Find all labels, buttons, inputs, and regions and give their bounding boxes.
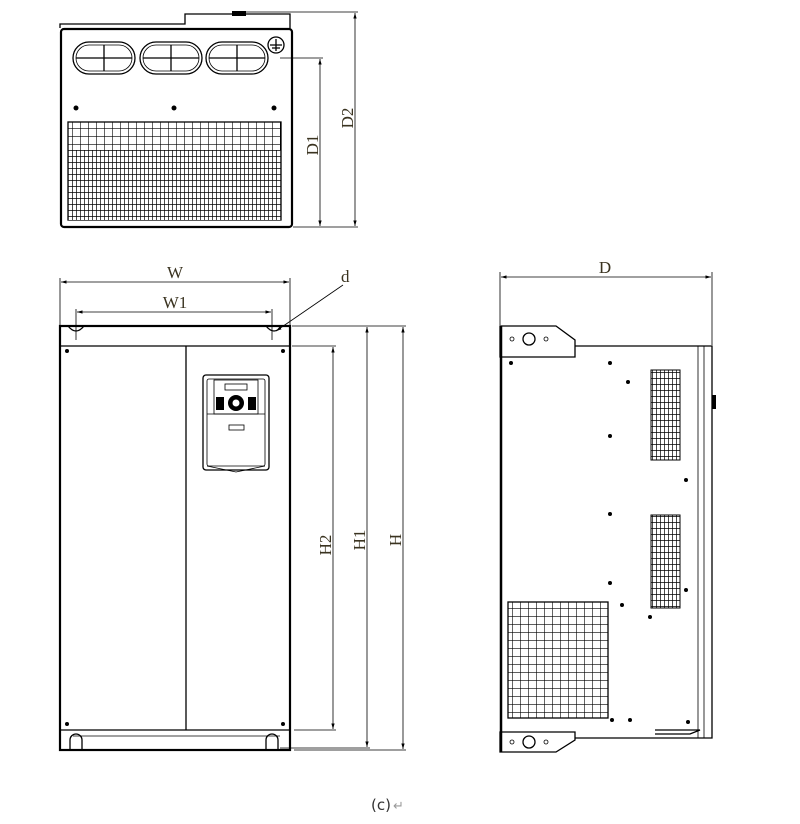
fan-opening	[72, 41, 136, 75]
connector	[232, 11, 246, 16]
top-view-body	[59, 27, 294, 229]
return-mark: ↵	[393, 799, 404, 814]
fan-opening	[139, 41, 203, 75]
label-d-small: d	[341, 267, 350, 286]
label-h2: H2	[316, 535, 335, 556]
label-h1: H1	[350, 530, 369, 551]
keypad	[202, 374, 270, 473]
door-lines	[60, 345, 290, 731]
fan-opening	[205, 41, 269, 75]
side-vent-upper	[650, 369, 681, 461]
side-view: D	[499, 258, 716, 753]
figure-caption: (c)	[371, 796, 391, 814]
label-d2: D2	[338, 108, 357, 129]
top-bracket	[499, 325, 576, 358]
side-vent-lower	[650, 514, 681, 609]
side-vent-grille	[507, 601, 609, 719]
label-w: W	[167, 263, 184, 282]
screws	[73, 105, 277, 111]
mounting-notches	[69, 733, 279, 750]
side-body	[575, 345, 713, 739]
label-h: H	[386, 534, 405, 546]
label-w1: W1	[163, 293, 188, 312]
top-view: D1 D2	[59, 11, 358, 229]
front-view-body	[58, 324, 292, 752]
fan-openings	[72, 41, 269, 75]
label-d1: D1	[303, 135, 322, 156]
label-d: D	[599, 258, 611, 277]
front-view: W W1 d H2 H1 H	[58, 263, 406, 752]
d-leader-line	[275, 284, 344, 332]
bottom-bracket	[499, 731, 576, 753]
top-vent-grille-dense	[68, 150, 281, 220]
top-view-top-strip	[59, 13, 291, 28]
ground-symbol-icon	[267, 36, 285, 54]
